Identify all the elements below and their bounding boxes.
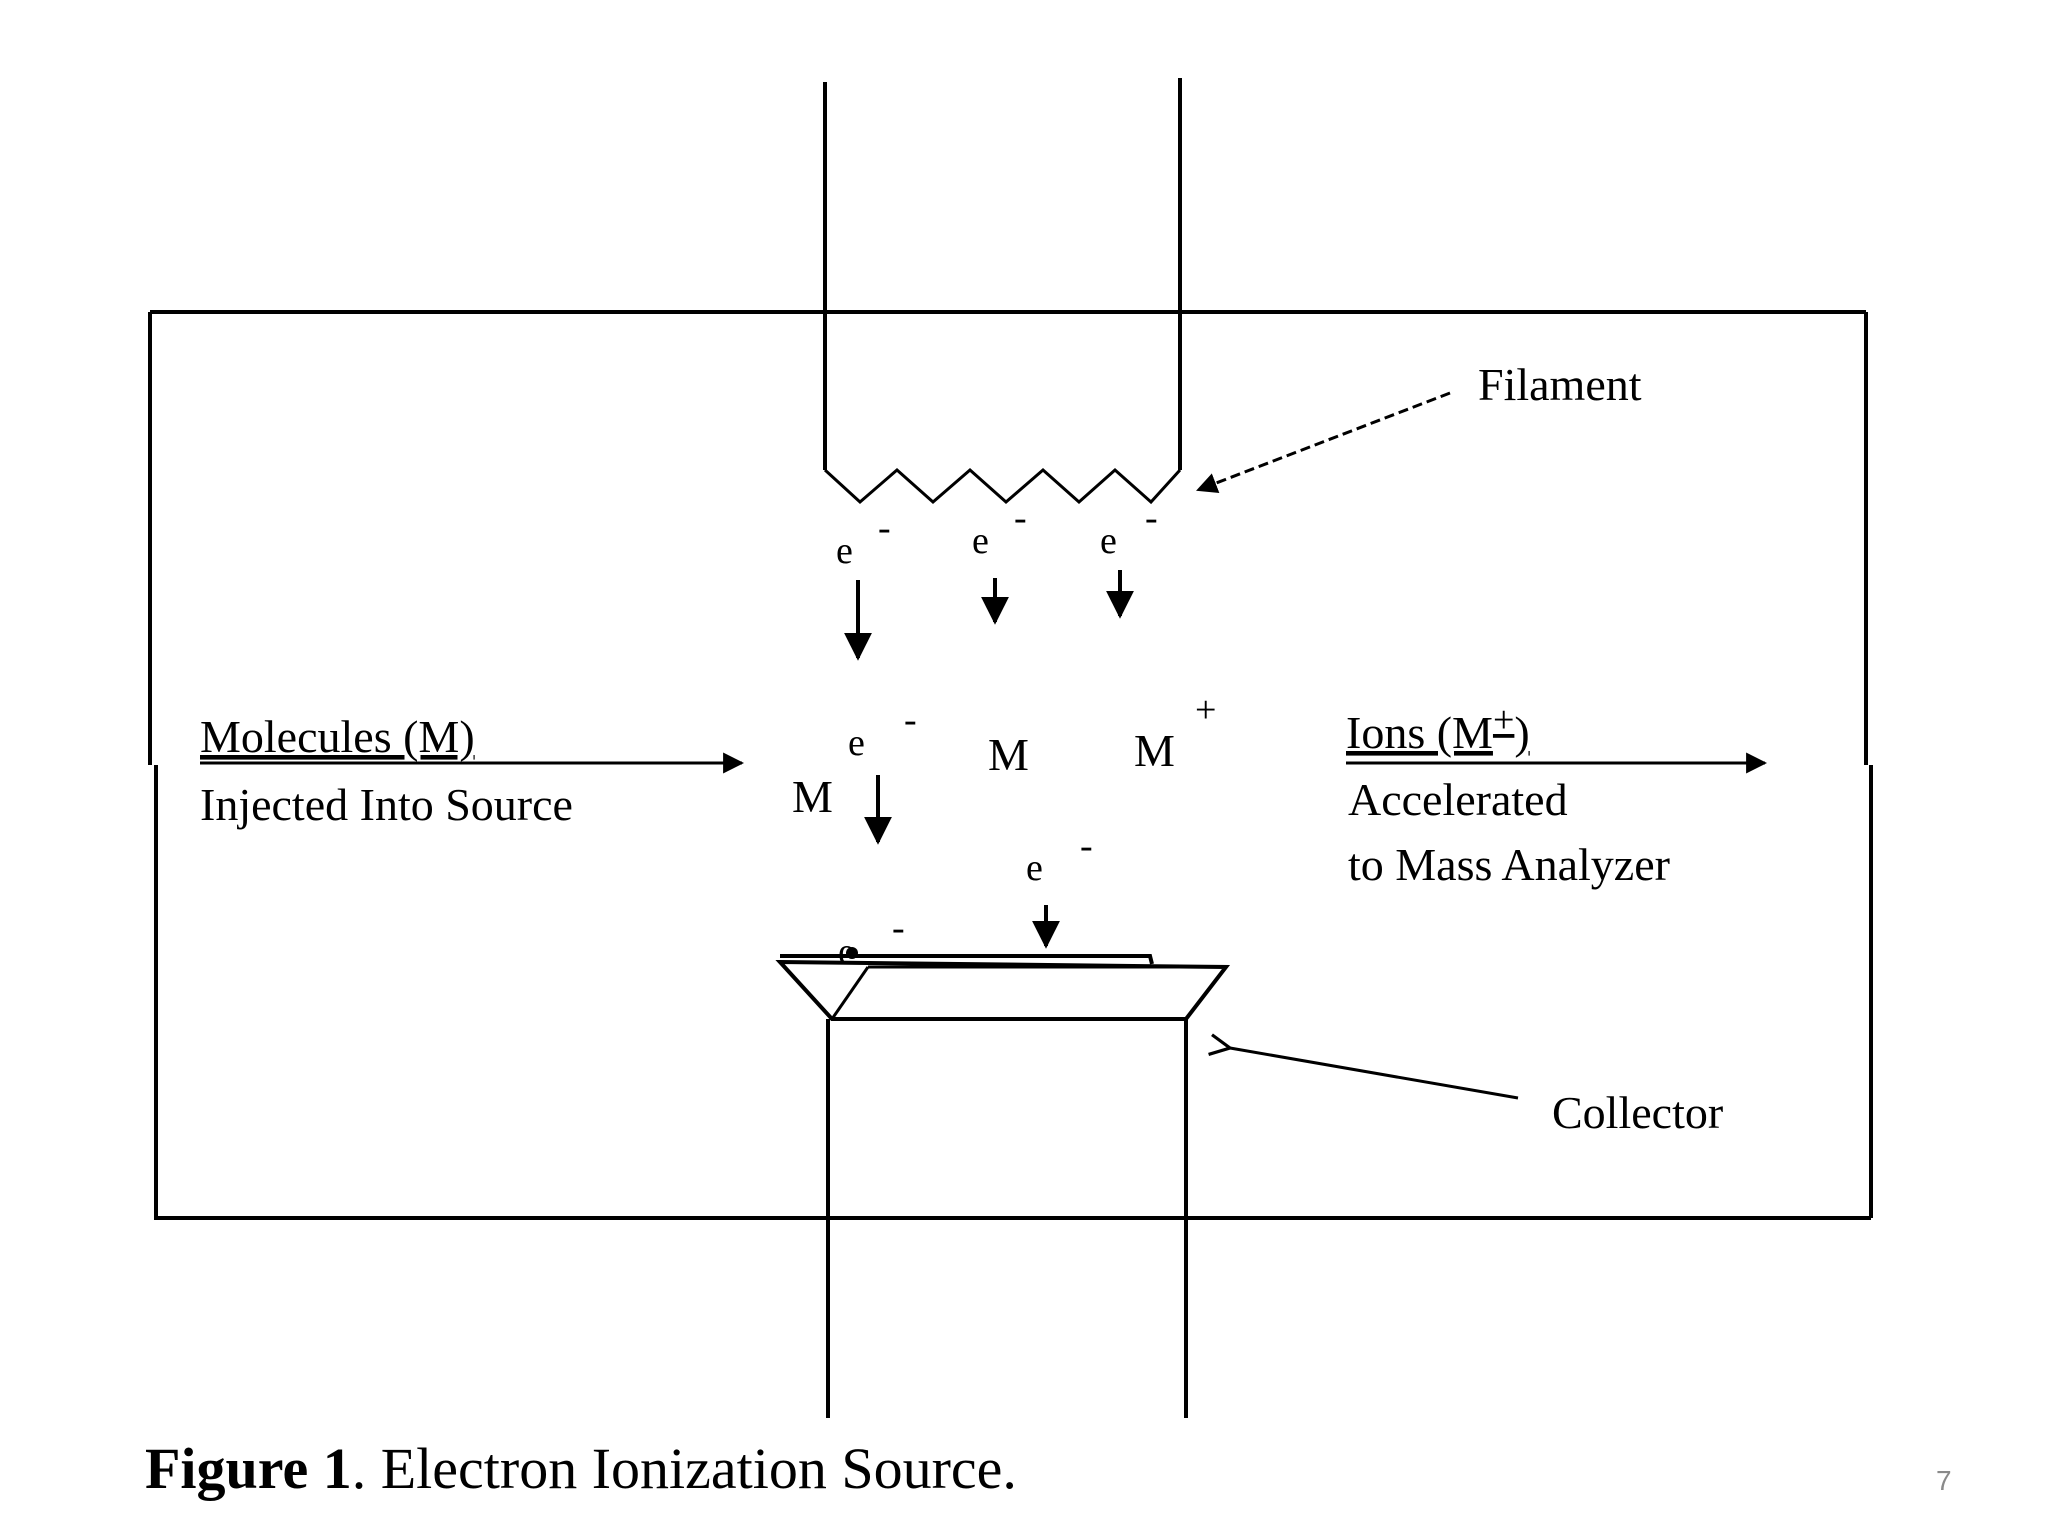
electron-symbol: e	[1026, 847, 1043, 889]
filament-label: Filament	[1478, 359, 1642, 410]
page-number: 7	[1936, 1465, 1952, 1496]
figure-caption-number: Figure 1	[145, 1436, 352, 1501]
ionization-region: M e - M M + e - e -	[792, 689, 1216, 973]
filament	[823, 78, 1182, 505]
accelerated-label: Accelerated	[1348, 774, 1568, 825]
electron-charge: -	[1145, 497, 1158, 539]
ion-charge: +	[1195, 689, 1216, 731]
source-chamber	[148, 310, 1873, 1220]
ions-label: Ions (M+)	[1346, 699, 1530, 758]
ionization-arrows	[864, 775, 1060, 949]
figure-caption: Figure 1. Electron Ionization Source.	[145, 1436, 1017, 1501]
ions-outlet: Ions (M+) Accelerated to Mass Analyzer	[1346, 699, 1670, 890]
electron-charge: -	[892, 907, 905, 949]
emitted-electrons: e - e - e -	[836, 497, 1158, 572]
electron-down-arrows	[844, 570, 1134, 661]
molecule-symbol: M	[988, 729, 1029, 780]
ions-label-text: Ions (M	[1346, 707, 1493, 758]
electron-symbol: e	[848, 722, 865, 764]
electron-symbol: e	[972, 520, 989, 562]
electron-charge: -	[878, 507, 891, 549]
collector-label: Collector	[1552, 1087, 1723, 1138]
figure-caption-title: . Electron Ionization Source.	[352, 1436, 1017, 1501]
ion-symbol: M	[1134, 725, 1175, 776]
electron-charge: -	[904, 699, 917, 741]
ions-label-plus: +	[1493, 699, 1514, 741]
filament-pointer-arrow	[1196, 391, 1451, 494]
mass-analyzer-label: to Mass Analyzer	[1348, 839, 1670, 890]
electron-symbol: e	[836, 530, 853, 572]
injected-label: Injected Into Source	[200, 779, 573, 830]
electron-charge: -	[1080, 825, 1093, 867]
ions-label-close: )	[1514, 707, 1529, 758]
electron-charge: -	[1014, 497, 1027, 539]
collector	[775, 954, 1231, 1418]
molecule-symbol: M	[792, 771, 833, 822]
collector-pointer-arrow	[1230, 1048, 1519, 1100]
electron-symbol: e	[1100, 520, 1117, 562]
molecules-label: Molecules (M)	[200, 711, 475, 762]
molecules-inlet: Molecules (M) Injected Into Source	[200, 711, 573, 830]
